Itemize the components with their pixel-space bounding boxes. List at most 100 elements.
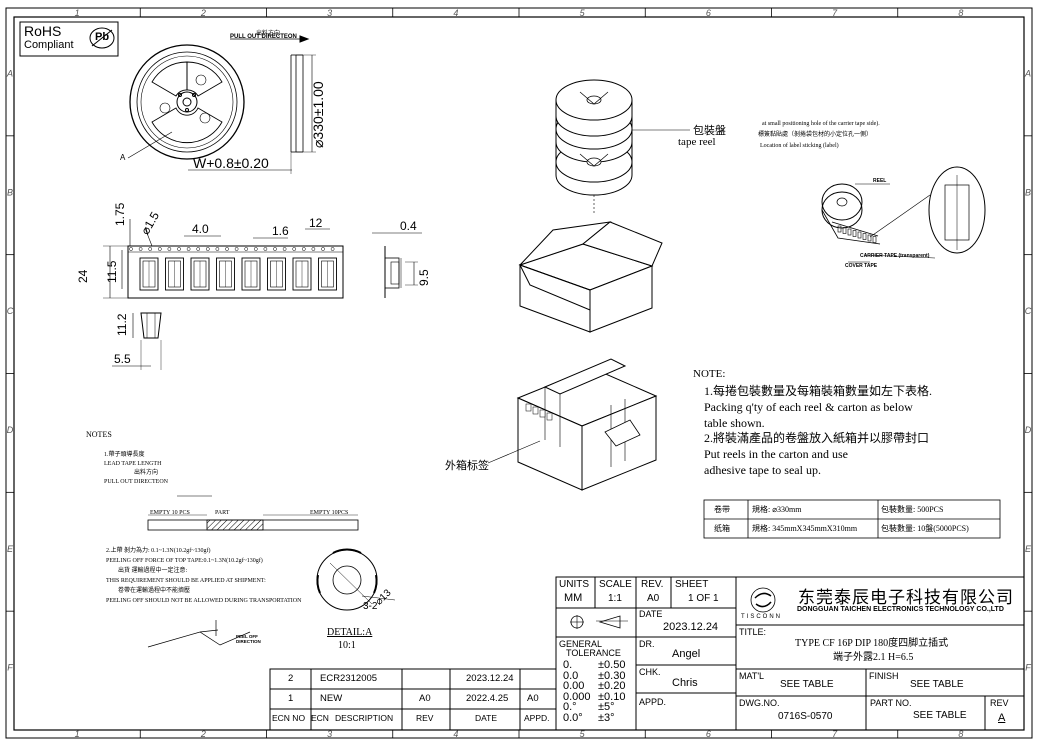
row-label-E-left: E bbox=[7, 544, 14, 554]
reel-stack-illustration bbox=[555, 79, 690, 215]
column-label-5-bottom: 5 bbox=[580, 729, 586, 739]
detail-a-title: DETAIL:A bbox=[327, 627, 373, 638]
closed-carton-illustration bbox=[487, 358, 658, 491]
column-label-6-top: 6 bbox=[706, 8, 711, 18]
rev-cell-no: 1 bbox=[288, 693, 294, 704]
tolerance-fmt: 0.0° bbox=[563, 711, 583, 724]
finish-value: SEE TABLE bbox=[910, 679, 964, 690]
dim-4-0: 4.0 bbox=[192, 222, 209, 236]
reel-front-view bbox=[127, 44, 245, 160]
tolerance-val: ±0.20 bbox=[598, 680, 626, 692]
rev-header-appd: APPD. bbox=[524, 713, 550, 723]
row-label-C-left: C bbox=[7, 306, 14, 316]
finish-label: FINISH bbox=[869, 671, 899, 681]
row-label-D-left: D bbox=[7, 425, 14, 435]
column-label-1-top: 1 bbox=[75, 8, 80, 18]
carrier-tape-tag: CARRIER TAPE (transparent) bbox=[860, 253, 930, 259]
column-label-6-bottom: 6 bbox=[706, 729, 711, 739]
column-label-2-top: 2 bbox=[200, 8, 206, 18]
tolerance-val: ±0.30 bbox=[598, 669, 626, 682]
reel-label-en: tape reel bbox=[678, 136, 716, 148]
note-text-line: 出料方向 bbox=[134, 470, 159, 476]
dr-value: Angel bbox=[672, 648, 701, 660]
tolerance-fmt: 0. bbox=[563, 659, 573, 671]
tolerance-val: ±0.50 bbox=[598, 659, 626, 671]
reel-width-dim: W+0.8±0.20 bbox=[193, 155, 269, 171]
label-note-2: 標簽黏貼處（剝捲袋包材的小定位孔一側） bbox=[758, 132, 873, 138]
pull-out-label: PULL OUT DIRECTEON bbox=[230, 34, 297, 40]
date-label: DATE bbox=[639, 609, 663, 619]
open-carton-illustration bbox=[518, 221, 663, 333]
chk-value: Chris bbox=[672, 677, 698, 689]
tolerance-fmt: 0.° bbox=[563, 701, 577, 713]
rev-cell-appd: A0 bbox=[527, 693, 539, 704]
note-line: 2.將裝滿產品的卷盤放入紙箱并以膠帶封口 bbox=[704, 431, 930, 446]
pull-out-arrow bbox=[230, 35, 310, 43]
lead-tape-schematic bbox=[147, 495, 359, 648]
partno-value: SEE TABLE bbox=[913, 710, 967, 721]
rev-header-ecn: ECN bbox=[311, 713, 329, 723]
rev-header-rev: REV bbox=[416, 713, 434, 723]
dim-1-6: 1.6 bbox=[272, 224, 289, 238]
column-label-4-bottom: 4 bbox=[453, 729, 458, 739]
column-label-8-bottom: 8 bbox=[958, 729, 963, 739]
title-block-frame bbox=[555, 576, 1025, 731]
dr-label: DR. bbox=[639, 639, 655, 649]
dwg-label: DWG.NO. bbox=[739, 698, 780, 708]
row-label-E-right: E bbox=[1025, 544, 1032, 554]
matl-value: SEE TABLE bbox=[780, 679, 834, 690]
rohs-subtitle: Compliant bbox=[24, 39, 74, 51]
note-text-line: PEELING OFF SHOULD NOT BE ALLOWED DURING… bbox=[106, 598, 302, 604]
detail-a-view bbox=[316, 548, 396, 611]
note-text-line: PULL OUT DIRECTEON bbox=[104, 479, 168, 485]
pull-out-label-cn: 出料方向 bbox=[256, 31, 281, 37]
row-label-B-left: B bbox=[7, 187, 13, 197]
column-label-7-top: 7 bbox=[832, 8, 838, 18]
detail-dim-3-2: 3-2 bbox=[363, 601, 378, 612]
column-ticks bbox=[139, 8, 899, 738]
peel-off-direction: PEEL OFF DIRECTION bbox=[236, 634, 261, 644]
rev-cell-ecn: ECR2312005 bbox=[320, 673, 378, 684]
note-text-line: 出貨 運輸過程中一定注意: bbox=[118, 568, 188, 574]
tolerance-fmt: 0.00 bbox=[563, 680, 585, 692]
note-lines: 1.每捲包裝數量及每箱裝箱數量如左下表格.Packing q'ty of eac… bbox=[704, 384, 932, 479]
part-label: PART bbox=[215, 510, 230, 516]
rev-value: A0 bbox=[647, 593, 660, 604]
rohs-title: RoHS bbox=[24, 23, 62, 39]
rev-cell-no: 2 bbox=[288, 673, 294, 684]
row-label-C-right: C bbox=[1025, 306, 1032, 316]
sheet-value: 1 OF 1 bbox=[688, 593, 719, 604]
label-note-1: at small positioning hole of the carrier… bbox=[762, 121, 880, 127]
note-line: table shown. bbox=[704, 415, 765, 430]
column-label-4-top: 4 bbox=[453, 8, 458, 18]
carrier-tape-view bbox=[103, 219, 422, 299]
pin-detail-view bbox=[112, 312, 162, 370]
tolerance-val: ±3° bbox=[598, 711, 615, 724]
dwg-value: 0716S-0570 bbox=[778, 711, 833, 722]
label-location-illustration bbox=[821, 166, 986, 263]
notes-title: NOTES bbox=[86, 430, 112, 439]
notes-block-2: 2.上帶 剝力為力: 0.1~1.3N(10.2gf~130gf)PEELING… bbox=[106, 546, 301, 606]
rev-cell-date: 2023.12.24 bbox=[466, 673, 514, 684]
note-title: NOTE: bbox=[693, 368, 726, 380]
row-label-A-left: A bbox=[6, 68, 13, 78]
tape-side-profile bbox=[384, 246, 418, 298]
pack-cell-spec: 規格: 345mmX345mmX310mm bbox=[752, 524, 858, 533]
rev-label: REV. bbox=[641, 579, 664, 590]
reel-tag: REEL bbox=[873, 178, 887, 184]
tolerance-val: ±0.10 bbox=[598, 690, 626, 703]
units-value: MM bbox=[564, 592, 583, 604]
revision-table-frame bbox=[269, 668, 557, 731]
rev-cell-rev: A0 bbox=[419, 693, 431, 704]
pack-cell-spec: 規格: ⌀330mm bbox=[752, 505, 802, 514]
rev-cell-ecn: NEW bbox=[320, 693, 343, 704]
note-text-line: THIS REQUIREMENT SHOULD BE APPLIED AT SH… bbox=[106, 578, 266, 584]
tolerance-label: TOLERANCE bbox=[566, 648, 621, 658]
rev-header-desc: DESCRIPTION bbox=[335, 713, 394, 723]
reel-callout-a: A bbox=[120, 153, 126, 162]
scale-value: 1:1 bbox=[608, 593, 622, 604]
label-note-3: Location of label sticking (label) bbox=[760, 143, 839, 149]
dim-0-4: 0.4 bbox=[400, 219, 417, 233]
note-line: Packing q'ty of each reel & carton as be… bbox=[704, 399, 913, 414]
